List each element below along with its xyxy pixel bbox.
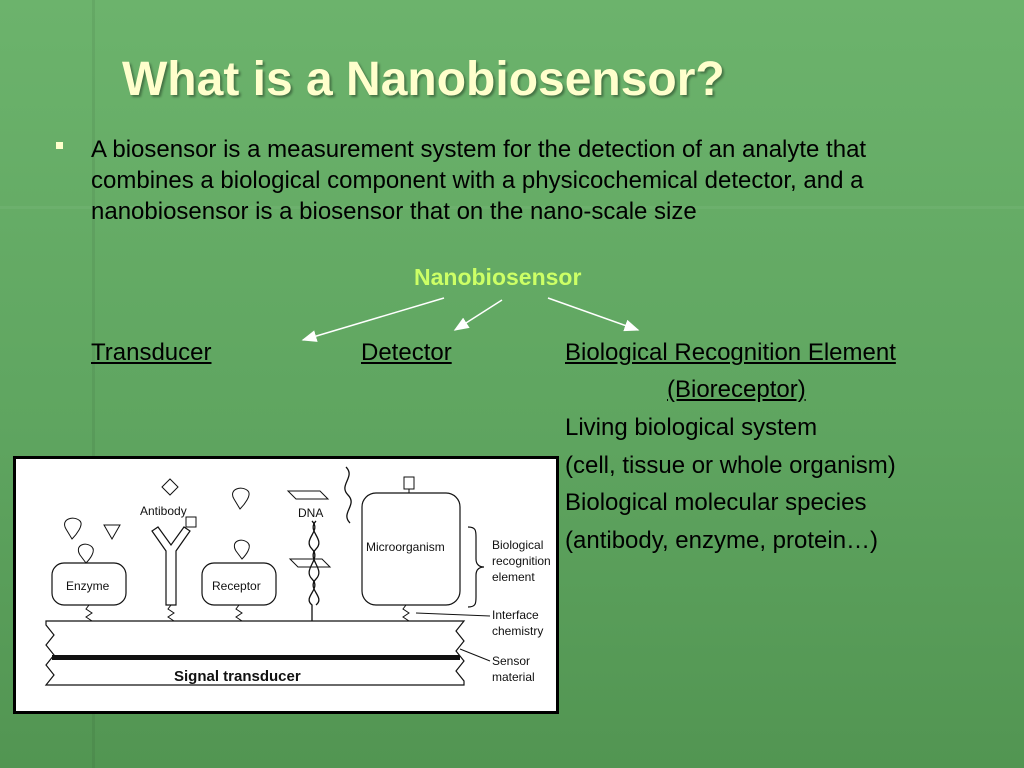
bullet-square-icon (56, 142, 63, 149)
sensor-material-layer (44, 620, 466, 686)
microorganism-label: Microorganism (366, 540, 445, 554)
interface-label-line1: Interface (492, 608, 539, 622)
detail-line-3: Biological molecular species (565, 489, 867, 516)
biosensor-diagram: Signal transducer Enzyme Antibody Recept… (13, 456, 559, 714)
dna-label: DNA (298, 506, 323, 520)
nanobiosensor-heading: Nanobiosensor (414, 264, 582, 290)
bioreceptor-label: (Bioreceptor) (667, 376, 806, 403)
bre-label-line2: recognition (492, 554, 551, 568)
arrow-to-detector (453, 299, 503, 331)
background-stripe-horizontal (0, 206, 1024, 209)
detail-line-2: (cell, tissue or whole organism) (565, 452, 896, 479)
background-stripe-vertical (92, 0, 95, 768)
sensor-label-line2: material (492, 670, 535, 684)
interface-label-line2: chemistry (492, 624, 543, 638)
biosensor-diagram-svg: Signal transducer Enzyme Antibody Recept… (44, 466, 551, 686)
detector-label: Detector (361, 339, 452, 366)
receptor-label: Receptor (212, 579, 261, 593)
bre-label-line3: element (492, 570, 535, 584)
bre-brace (467, 526, 485, 608)
slide-title: What is a Nanobiosensor? (122, 53, 725, 106)
signal-transducer-bar (52, 655, 460, 660)
signal-transducer-label: Signal transducer (174, 668, 301, 685)
detail-line-1: Living biological system (565, 414, 818, 441)
enzyme-label: Enzyme (66, 579, 110, 593)
antibody-shape (151, 526, 191, 606)
bre-label-line1: Biological (492, 538, 543, 552)
arrow-to-bre (547, 297, 640, 332)
arrow-to-transducer (301, 297, 445, 342)
dna-strand (308, 520, 316, 621)
sensor-label-line1: Sensor (492, 654, 530, 668)
detail-line-4: (antibody, enzyme, protein…) (565, 527, 879, 554)
transducer-label: Transducer (91, 339, 212, 366)
bre-label: Biological Recognition Element (565, 339, 896, 366)
antibody-label: Antibody (140, 504, 187, 518)
microorganism-shape (361, 492, 461, 606)
bullet-text: A biosensor is a measurement system for … (91, 136, 867, 225)
